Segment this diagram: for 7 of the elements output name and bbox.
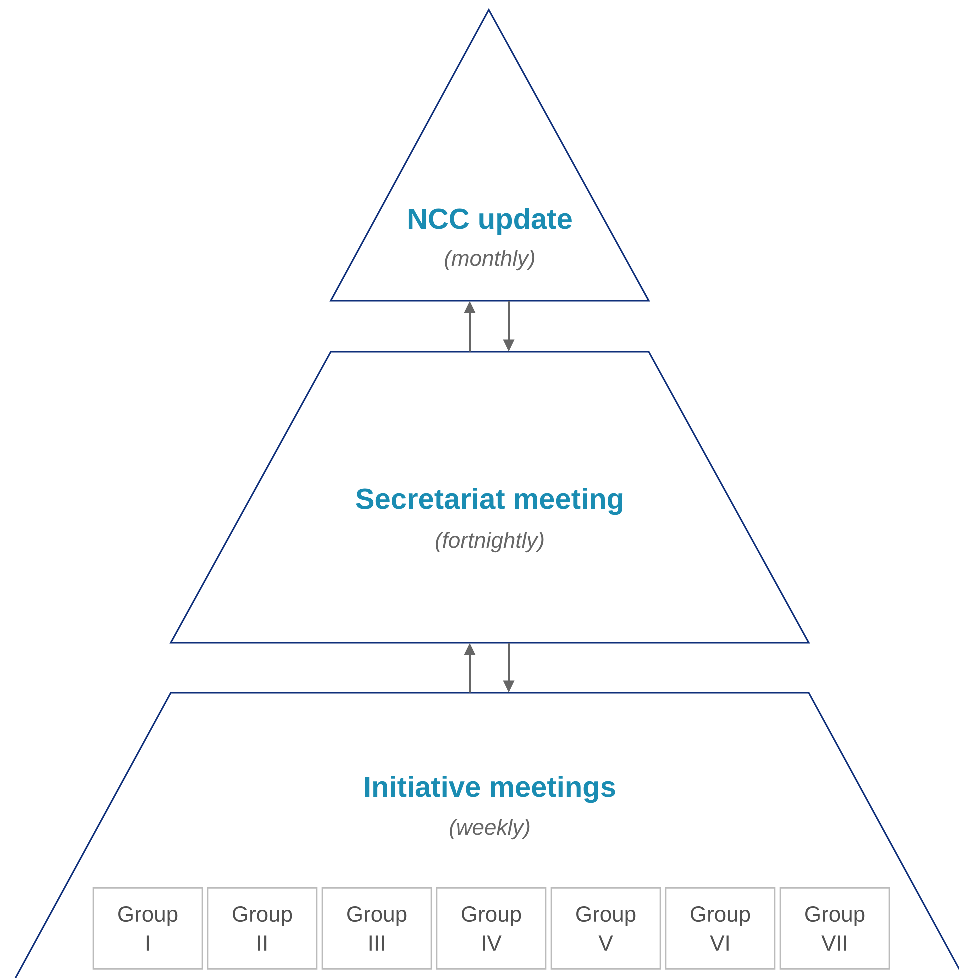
group-box: Group IV (436, 888, 547, 970)
group-box: Group I (92, 888, 204, 970)
group-box: Group II (207, 888, 318, 970)
group-box: Group V (550, 888, 662, 970)
group-box: Group VII (780, 888, 890, 970)
group-box: Group III (322, 888, 432, 970)
group-box: Group VI (665, 888, 776, 970)
